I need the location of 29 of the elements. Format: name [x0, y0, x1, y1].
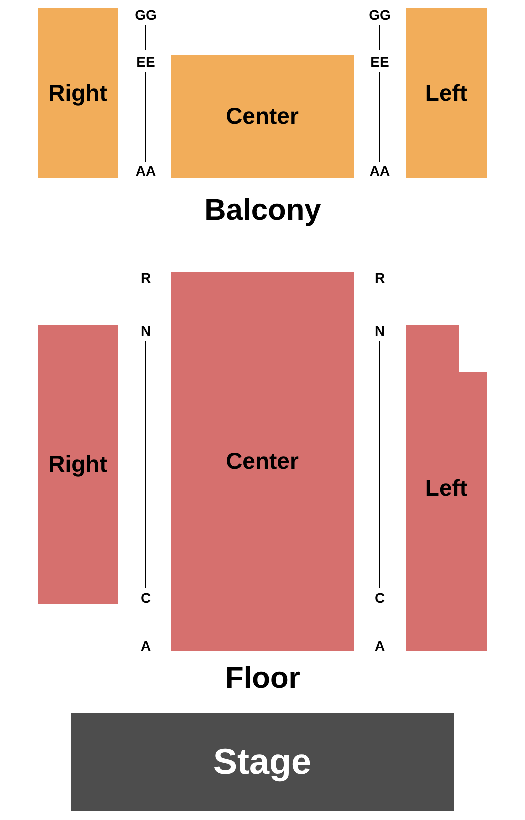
row-letter: AA	[136, 163, 156, 179]
seating-section	[171, 272, 354, 651]
section-name: Center	[226, 448, 299, 475]
section-name: Right	[48, 80, 108, 106]
row-letter: N	[374, 323, 386, 339]
row-letter: AA	[370, 163, 390, 179]
section-name: Stage	[213, 741, 312, 783]
stage	[71, 713, 454, 811]
row-letter: GG	[369, 7, 391, 23]
row-letter: R	[374, 270, 386, 286]
row-letter: GG	[135, 7, 157, 23]
section-name: Center	[226, 103, 299, 130]
row-letter: C	[140, 590, 152, 606]
row-letter: A	[140, 638, 152, 654]
row-letter: EE	[370, 54, 390, 70]
row-letter: R	[140, 270, 152, 286]
seating-section	[171, 55, 354, 178]
level-name: Floor	[226, 662, 300, 696]
section-name: Left	[425, 80, 468, 106]
seating-section	[38, 8, 118, 178]
seating-section	[406, 8, 487, 178]
seating-section	[38, 325, 118, 604]
row-letter: N	[140, 323, 152, 339]
section-name: Left	[425, 474, 468, 502]
row-letter: EE	[136, 54, 156, 70]
section-name: Right	[48, 451, 108, 478]
row-letter: C	[374, 590, 386, 606]
row-letter: A	[374, 638, 386, 654]
level-name: Balcony	[204, 194, 322, 228]
